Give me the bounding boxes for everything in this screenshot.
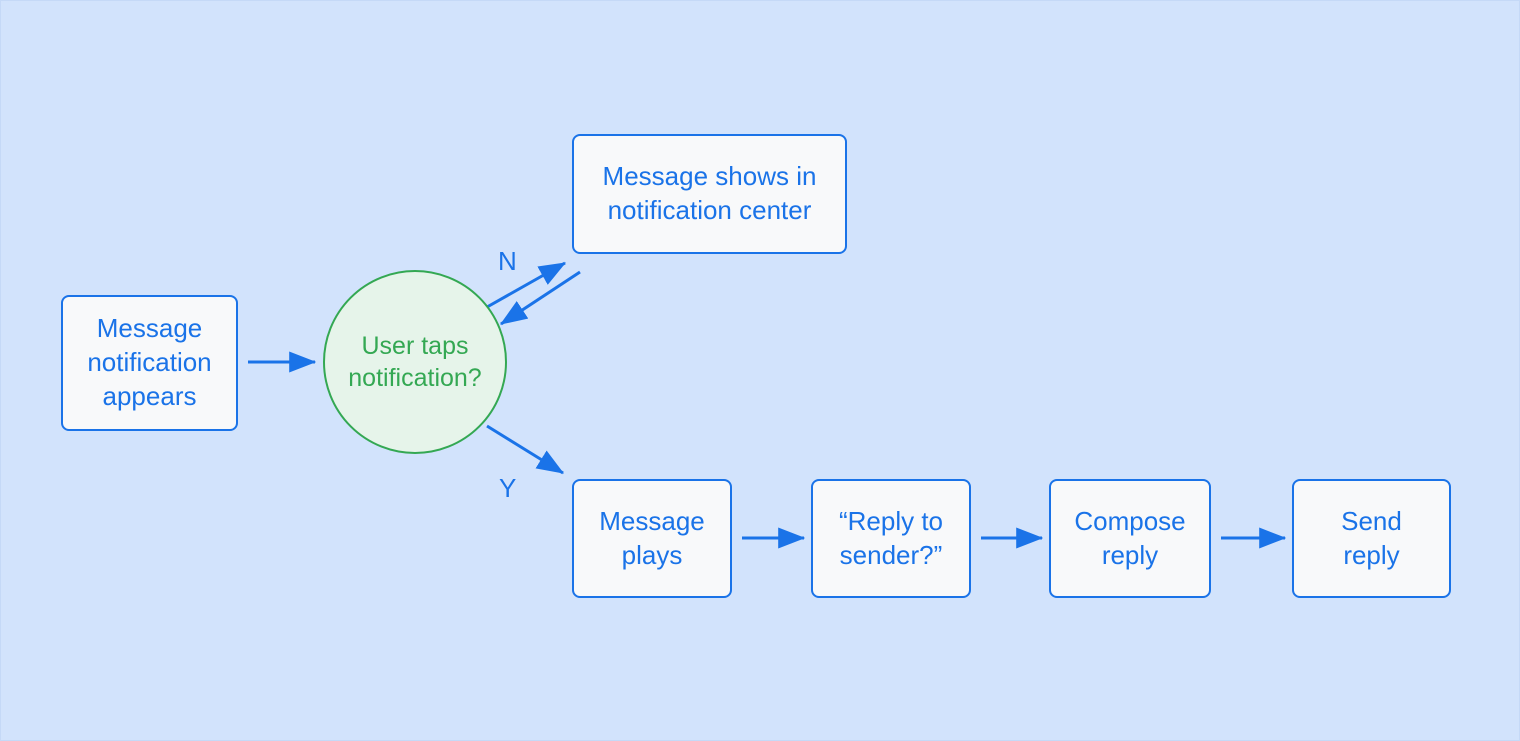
node-reply-to-sender[interactable]: “Reply to sender?”: [811, 479, 971, 598]
node-send-reply[interactable]: Send reply: [1292, 479, 1451, 598]
node-label: Message shows in notification center: [602, 161, 817, 225]
node-message-plays[interactable]: Message plays: [572, 479, 732, 598]
node-user-taps-notification[interactable]: User taps notification?: [323, 270, 507, 454]
node-label: User taps notification?: [348, 331, 482, 393]
node-label: Send reply: [1341, 505, 1402, 570]
node-label: Message notification appears: [87, 313, 212, 411]
node-label: “Reply to sender?”: [838, 505, 944, 570]
edge-label-no: N: [498, 246, 517, 276]
edge-center-to-decision: [499, 270, 581, 326]
node-label: Compose reply: [1074, 505, 1186, 570]
node-message-shows-in-notification-center[interactable]: Message shows in notification center: [572, 134, 847, 254]
node-label: Message plays: [599, 505, 705, 570]
node-message-notification-appears[interactable]: Message notification appears: [61, 295, 238, 431]
node-compose-reply[interactable]: Compose reply: [1049, 479, 1211, 598]
edge-label-yes: Y: [499, 473, 517, 503]
edge-decision-to-center: [479, 261, 567, 313]
edge-decision-to-plays: [486, 424, 565, 475]
